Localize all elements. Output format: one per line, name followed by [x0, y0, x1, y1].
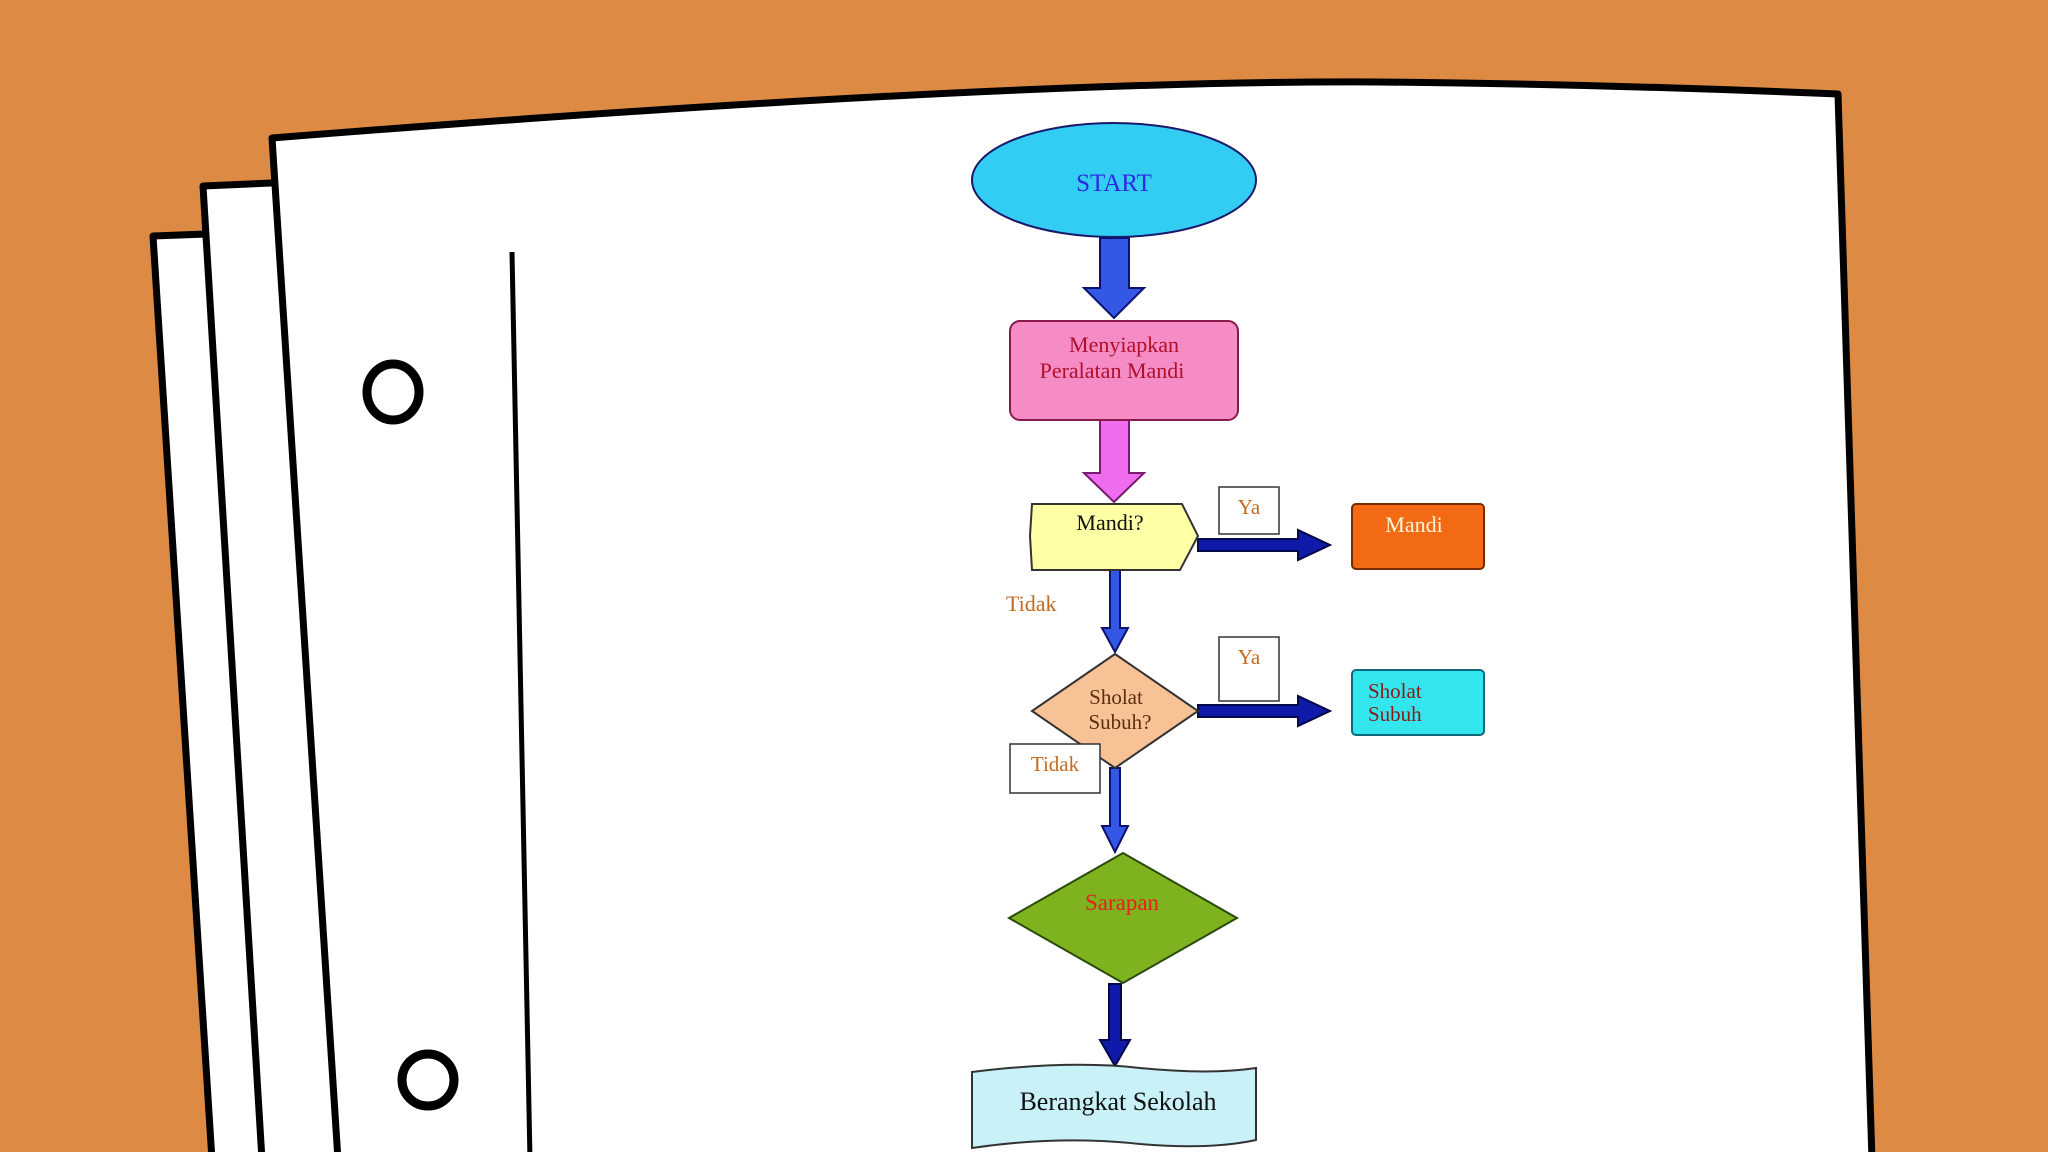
no-label-2: Tidak: [1031, 752, 1080, 776]
arrow-sholat-q-to-sarapan: [1100, 767, 1130, 855]
front-sheet: [268, 78, 1876, 1152]
mandi-decision-label: Mandi?: [1076, 510, 1143, 535]
berangkat-shape: [971, 1063, 1257, 1150]
sholat-decision-label-line2: Subuh?: [1089, 710, 1152, 734]
mandi-label: Mandi: [1385, 512, 1442, 537]
no-label-1: Tidak: [1006, 591, 1057, 616]
start-node: START: [971, 122, 1257, 238]
prep-label-line2: Peralatan Mandi: [1040, 358, 1185, 383]
berangkat-node: Berangkat Sekolah: [971, 1063, 1257, 1150]
yes-label-2: Ya: [1238, 645, 1261, 669]
berangkat-label: Berangkat Sekolah: [1019, 1087, 1216, 1116]
sarapan-node: Sarapan: [1006, 851, 1240, 985]
binder-hole-icon: [397, 1049, 459, 1111]
mandi-decision: Mandi?: [1028, 503, 1200, 571]
arrow-sarapan-to-berangkat: [1098, 983, 1132, 1069]
sarapan-shape: [1006, 851, 1240, 985]
margin-line: [509, 251, 533, 1152]
connectors: [1081, 237, 1333, 1069]
start-shape: [971, 122, 1257, 238]
sholat-label-line1: Sholat: [1368, 679, 1422, 703]
yes-box-2: [1218, 636, 1280, 702]
arrow-start-to-prep: [1081, 237, 1147, 320]
mandi-shape: [1351, 503, 1485, 570]
yes-box-1: [1218, 486, 1280, 535]
sholat-decision-shape: [1030, 652, 1200, 770]
no-box-2: [1009, 743, 1101, 794]
prep-label-line1: Menyiapkan: [1069, 332, 1179, 357]
start-label: START: [1076, 170, 1152, 197]
mandi-decision-shape: [1028, 503, 1200, 571]
sholat-decision: Sholat Subuh?: [1030, 652, 1200, 770]
prep-shape: [1009, 320, 1239, 421]
paper-stack: [149, 78, 1876, 1152]
binder-hole-icon: [362, 359, 424, 425]
arrow-sholat-q-to-sholat: [1197, 694, 1333, 728]
arrow-mandi-q-to-mandi: [1197, 528, 1333, 562]
sholat-node: Sholat Subuh: [1351, 669, 1485, 736]
prep-node: Menyiapkan Peralatan Mandi: [1009, 320, 1239, 421]
sholat-shape: [1351, 669, 1485, 736]
arrow-prep-to-mandi-q: [1081, 419, 1147, 504]
sholat-decision-label-line1: Sholat: [1089, 685, 1143, 709]
mandi-node: Mandi: [1351, 503, 1485, 570]
sarapan-label: Sarapan: [1085, 890, 1160, 915]
yes-label-1: Ya: [1238, 495, 1261, 519]
arrow-mandi-q-to-sholat-q: [1100, 569, 1130, 655]
sholat-label-line2: Subuh: [1368, 702, 1422, 726]
